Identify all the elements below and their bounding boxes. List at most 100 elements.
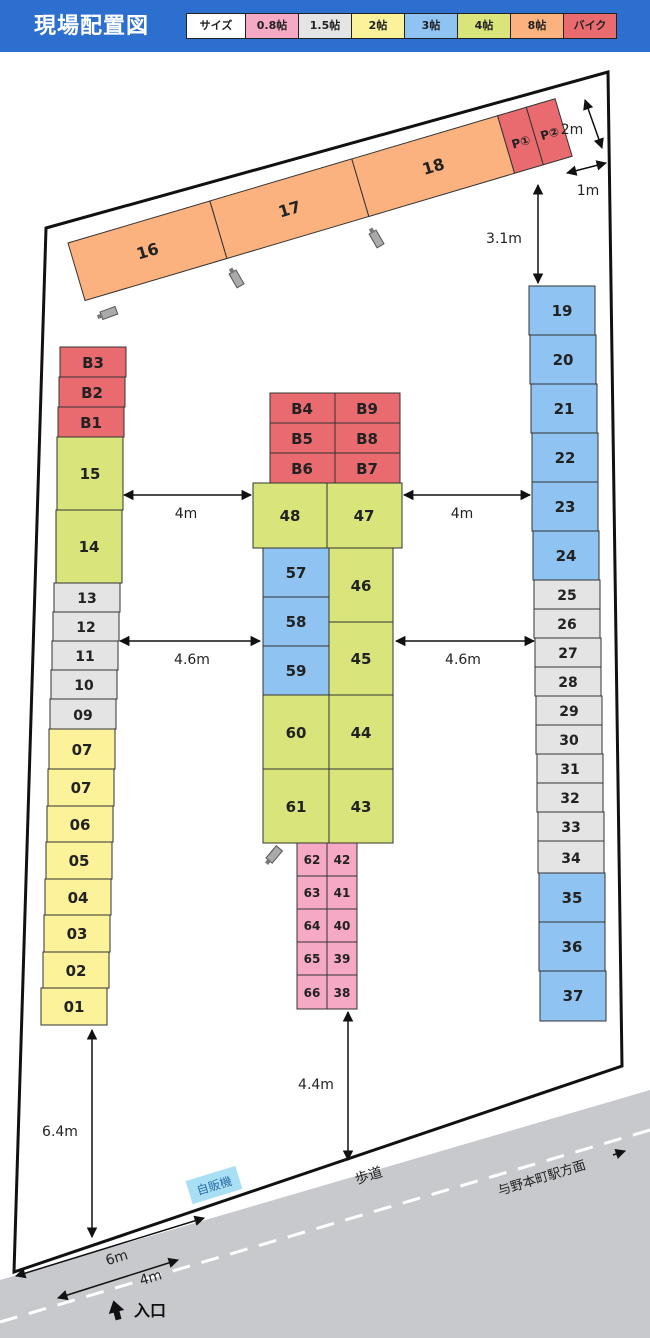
left-column: B3 B2 B1 15 14 13 12 11 10 09 07 07 06 0… bbox=[40, 346, 127, 1026]
unit-09 bbox=[49, 698, 117, 730]
dim-44m-label: 4.4m bbox=[298, 1077, 334, 1093]
unit-32-label: 32 bbox=[560, 791, 579, 807]
unit-42 bbox=[326, 842, 358, 877]
unit-02 bbox=[42, 951, 110, 989]
unit-b4-label: B4 bbox=[291, 400, 313, 418]
size-legend: サイズ 0.8帖 1.5帖 2帖 3帖 4帖 8帖 バイク bbox=[186, 13, 617, 39]
header-bar: 現場配置図 サイズ 0.8帖 1.5帖 2帖 3帖 4帖 8帖 バイク bbox=[0, 0, 650, 52]
unit-03-label: 03 bbox=[67, 925, 88, 943]
unit-59-label: 59 bbox=[286, 662, 307, 680]
dim-2m-arrow bbox=[583, 99, 604, 149]
unit-20-label: 20 bbox=[553, 351, 574, 369]
unit-28-label: 28 bbox=[558, 675, 577, 691]
unit-45 bbox=[328, 621, 394, 696]
unit-63 bbox=[296, 875, 328, 910]
unit-33-label: 33 bbox=[561, 820, 580, 836]
unit-b8-label: B8 bbox=[356, 430, 378, 448]
dim-4m-entrance-arrow bbox=[56, 1257, 180, 1301]
dim-6m-arrow bbox=[14, 1215, 206, 1279]
unit-42-label: 42 bbox=[334, 853, 351, 867]
unit-44 bbox=[328, 694, 394, 770]
unit-45-label: 45 bbox=[351, 650, 372, 668]
unit-31-label: 31 bbox=[560, 762, 579, 778]
unit-12-label: 12 bbox=[76, 620, 95, 636]
unit-43 bbox=[328, 768, 394, 844]
unit-b2 bbox=[58, 376, 126, 408]
unit-23 bbox=[531, 481, 599, 532]
unit-13-label: 13 bbox=[77, 591, 96, 607]
unit-65-label: 65 bbox=[304, 952, 321, 966]
unit-64-label: 64 bbox=[304, 919, 321, 933]
unit-01-label: 01 bbox=[64, 998, 85, 1016]
legend-item: 2帖 bbox=[352, 14, 405, 38]
unit-35-label: 35 bbox=[562, 889, 583, 907]
unit-b8 bbox=[334, 422, 401, 454]
unit-38-label: 38 bbox=[334, 986, 351, 1000]
unit-b6-label: B6 bbox=[291, 460, 313, 478]
unit-25 bbox=[533, 579, 601, 610]
unit-66 bbox=[296, 974, 328, 1010]
unit-41-label: 41 bbox=[334, 886, 351, 900]
legend-item: 0.8帖 bbox=[246, 14, 299, 38]
dimension-lines bbox=[14, 99, 608, 1301]
unit-36 bbox=[538, 921, 606, 972]
dim-6m-label: 6m bbox=[104, 1247, 130, 1269]
dim-46m-right-label: 4.6m bbox=[445, 652, 481, 668]
unit-63-label: 63 bbox=[304, 886, 321, 900]
unit-20 bbox=[529, 334, 597, 385]
unit-37-label: 37 bbox=[563, 987, 584, 1005]
camera-icon bbox=[368, 227, 385, 249]
top-storage-row: 16 17 18 P① P② bbox=[67, 98, 573, 302]
unit-b5-label: B5 bbox=[291, 430, 313, 448]
unit-11-label: 11 bbox=[75, 649, 94, 665]
parking-p1-label: P① bbox=[510, 133, 532, 152]
parking-p2-label: P② bbox=[539, 124, 561, 143]
unit-10 bbox=[50, 669, 118, 700]
dim-46m-left-label: 4.6m bbox=[174, 652, 210, 668]
unit-60 bbox=[262, 694, 330, 770]
unit-40 bbox=[326, 908, 358, 943]
unit-40-label: 40 bbox=[334, 919, 351, 933]
unit-27-label: 27 bbox=[558, 646, 577, 662]
unit-30-label: 30 bbox=[559, 733, 579, 749]
unit-38 bbox=[326, 974, 358, 1010]
unit-26 bbox=[533, 608, 601, 639]
unit-60-label: 60 bbox=[286, 724, 307, 742]
unit-07-label: 07 bbox=[71, 779, 92, 797]
page-title: 現場配置図 bbox=[34, 14, 150, 39]
dim-4m-entrance-label: 4m bbox=[138, 1267, 164, 1289]
unit-47-label: 47 bbox=[354, 507, 375, 525]
unit-06-label: 06 bbox=[70, 816, 91, 834]
unit-b2-label: B2 bbox=[81, 384, 103, 402]
unit-14 bbox=[55, 509, 123, 584]
entrance-label: 入口 bbox=[134, 1301, 166, 1320]
legend-item: 1.5帖 bbox=[299, 14, 352, 38]
unit-12 bbox=[52, 611, 120, 642]
vending-machine: 自販機 bbox=[185, 1165, 243, 1205]
unit-15 bbox=[56, 436, 124, 511]
unit-22-label: 22 bbox=[555, 449, 576, 467]
unit-29-label: 29 bbox=[559, 704, 578, 720]
unit-33 bbox=[537, 811, 605, 842]
unit-b7-label: B7 bbox=[356, 460, 378, 478]
unit-46 bbox=[328, 547, 394, 623]
camera-icon bbox=[96, 305, 119, 321]
station-arrow bbox=[612, 1149, 626, 1159]
unit-22 bbox=[531, 432, 599, 483]
dim-1m-arrow bbox=[565, 160, 608, 176]
unit-07-label: 07 bbox=[72, 741, 93, 759]
unit-b5 bbox=[269, 422, 336, 454]
dim-4m-left-label: 4m bbox=[175, 506, 198, 522]
unit-04-label: 04 bbox=[68, 889, 89, 907]
unit-47 bbox=[326, 482, 403, 549]
unit-b3-label: B3 bbox=[82, 354, 104, 372]
parking-p2 bbox=[525, 98, 573, 166]
unit-48-label: 48 bbox=[280, 507, 301, 525]
legend-item: バイク bbox=[564, 14, 616, 38]
unit-58 bbox=[262, 596, 330, 647]
right-column: 19 20 21 22 23 24 25 26 27 28 29 30 31 3… bbox=[528, 285, 607, 1022]
legend-item: 4帖 bbox=[458, 14, 511, 38]
unit-b3 bbox=[59, 346, 127, 378]
unit-61-label: 61 bbox=[286, 798, 307, 816]
dim-4m-right-label: 4m bbox=[451, 506, 474, 522]
